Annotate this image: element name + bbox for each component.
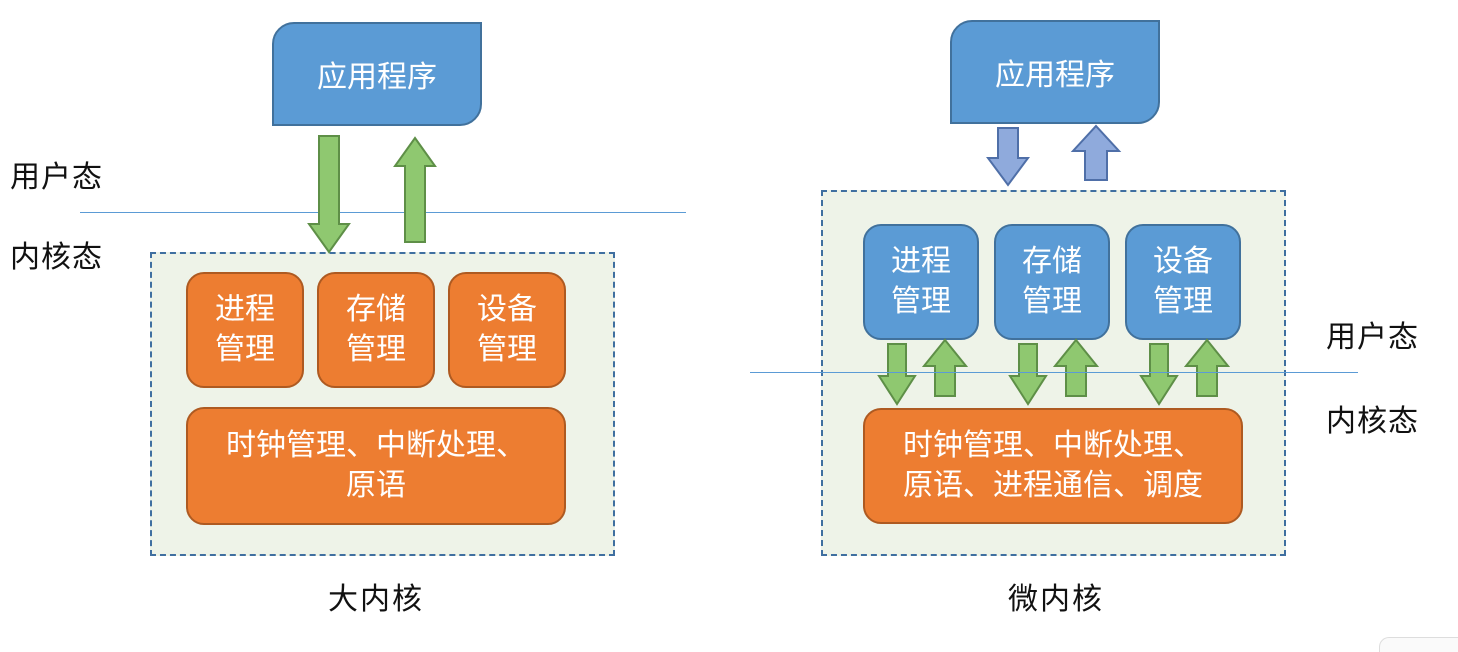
left-up-arrow-icon [393,136,437,243]
left-application-box: 应用程序 [272,22,482,126]
right-application-box: 应用程序 [950,20,1160,124]
left-process-management-box: 进程 管理 [186,272,304,388]
right-process-management-label: 进程 管理 [891,244,951,319]
right-memory-management-label: 存储 管理 [1022,244,1082,319]
left-mode-boundary-line [80,212,686,213]
right-core-functions-label: 时钟管理、中断处理、 原语、进程通信、调度 [903,428,1203,503]
left-kernel-mode-label: 内核态 [10,240,103,275]
right-application-label: 应用程序 [995,58,1115,93]
left-memory-management-label: 存储 管理 [346,292,406,367]
left-device-management-label: 设备 管理 [477,292,537,367]
right-up-arrow-icon [1070,124,1122,181]
left-process-management-label: 进程 管理 [215,292,275,367]
left-core-functions-label: 时钟管理、中断处理、 原语 [226,428,526,503]
left-caption: 大内核 [328,582,424,617]
right-kernel-mode-label: 内核态 [1326,404,1419,439]
right-memory-down-arrow-icon [1008,343,1048,406]
right-mode-boundary-line [750,372,1358,373]
left-memory-management-box: 存储 管理 [317,272,435,388]
left-device-management-box: 设备 管理 [448,272,566,388]
right-core-functions-box: 时钟管理、中断处理、 原语、进程通信、调度 [863,408,1243,524]
right-device-up-arrow-icon [1183,338,1231,397]
right-device-management-box: 设备 管理 [1125,224,1241,340]
right-memory-up-arrow-icon [1052,338,1100,397]
left-down-arrow-icon [307,135,351,254]
right-device-down-arrow-icon [1139,343,1179,406]
right-process-up-arrow-icon [921,338,969,397]
right-user-mode-label: 用户态 [1326,320,1419,355]
right-down-arrow-icon [986,127,1030,187]
right-process-down-arrow-icon [877,343,917,406]
left-core-functions-box: 时钟管理、中断处理、 原语 [186,407,566,525]
left-user-mode-label: 用户态 [10,160,103,195]
right-device-management-label: 设备 管理 [1153,244,1213,319]
right-process-management-box: 进程 管理 [863,224,979,340]
right-memory-management-box: 存储 管理 [994,224,1110,340]
corner-tab[interactable] [1379,637,1458,652]
right-caption: 微内核 [1008,582,1104,617]
left-application-label: 应用程序 [317,60,437,95]
